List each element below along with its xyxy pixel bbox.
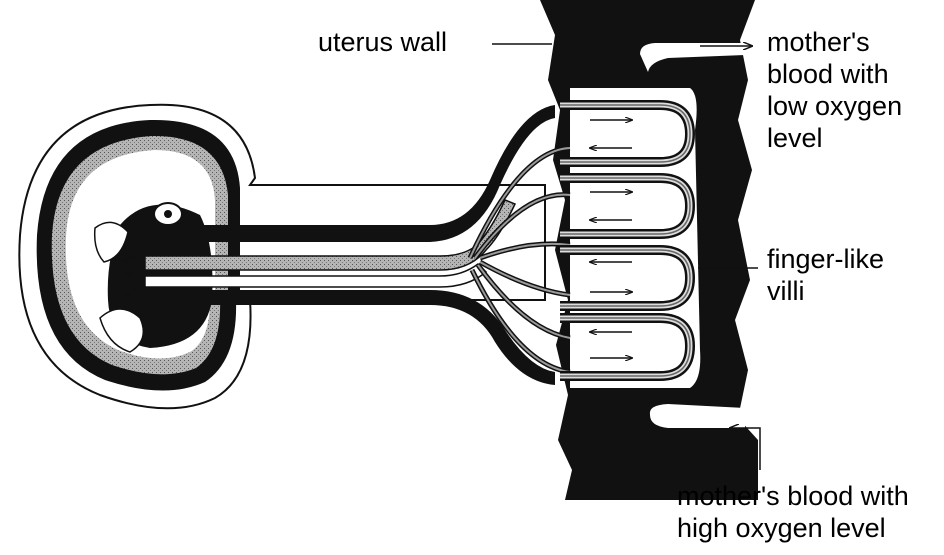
label-line: villi bbox=[767, 275, 884, 307]
label-line: high oxygen level bbox=[677, 512, 909, 544]
label-line: mother's bbox=[767, 26, 902, 58]
label-line: blood with bbox=[767, 58, 902, 90]
villi-label: finger-like villi bbox=[767, 243, 884, 307]
label-line: level bbox=[767, 122, 902, 154]
lower-vessel-opening bbox=[650, 404, 745, 428]
low-oxygen-blood-label: mother's blood with low oxygen level bbox=[767, 26, 902, 154]
high-oxygen-blood-label: mother's blood with high oxygen level bbox=[677, 480, 909, 544]
label-line: finger-like bbox=[767, 243, 884, 275]
label-line: low oxygen bbox=[767, 90, 902, 122]
uterus-wall-label: uterus wall bbox=[318, 26, 447, 58]
label-line: mother's blood with bbox=[677, 480, 909, 512]
embryo-pupil bbox=[164, 210, 172, 218]
label-line: uterus wall bbox=[318, 26, 447, 58]
